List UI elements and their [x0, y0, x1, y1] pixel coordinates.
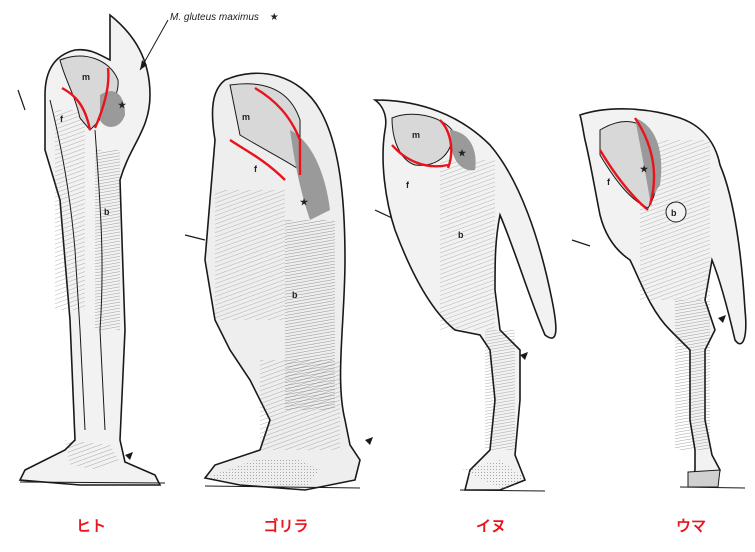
svg-text:★: ★: [640, 164, 649, 174]
caption-human: ヒト: [41, 515, 141, 536]
gorilla-leg: m f ★ b: [185, 73, 373, 490]
svg-text:b: b: [104, 207, 110, 217]
svg-text:b: b: [292, 290, 298, 300]
annotation-star-marker: ★: [270, 12, 279, 23]
caption-horse: ウマ: [641, 515, 741, 536]
svg-text:★: ★: [118, 100, 127, 110]
svg-text:m: m: [82, 72, 90, 82]
human-leg: m ★ f b: [18, 15, 165, 485]
caption-gorilla: ゴリラ: [236, 515, 336, 536]
caption-dog: イヌ: [441, 515, 541, 536]
dog-leg: m ★ f b: [375, 100, 556, 491]
gluteus-maximus-annotation: M. gluteus maximus ★: [170, 12, 279, 23]
horse-leg: f ★ b: [572, 109, 746, 488]
svg-text:★: ★: [458, 148, 467, 158]
svg-text:b: b: [671, 208, 677, 218]
annotation-label: M. gluteus maximus: [170, 12, 259, 23]
svg-text:★: ★: [300, 197, 309, 207]
svg-text:m: m: [412, 130, 420, 140]
svg-text:b: b: [458, 230, 464, 240]
svg-text:m: m: [242, 112, 250, 122]
